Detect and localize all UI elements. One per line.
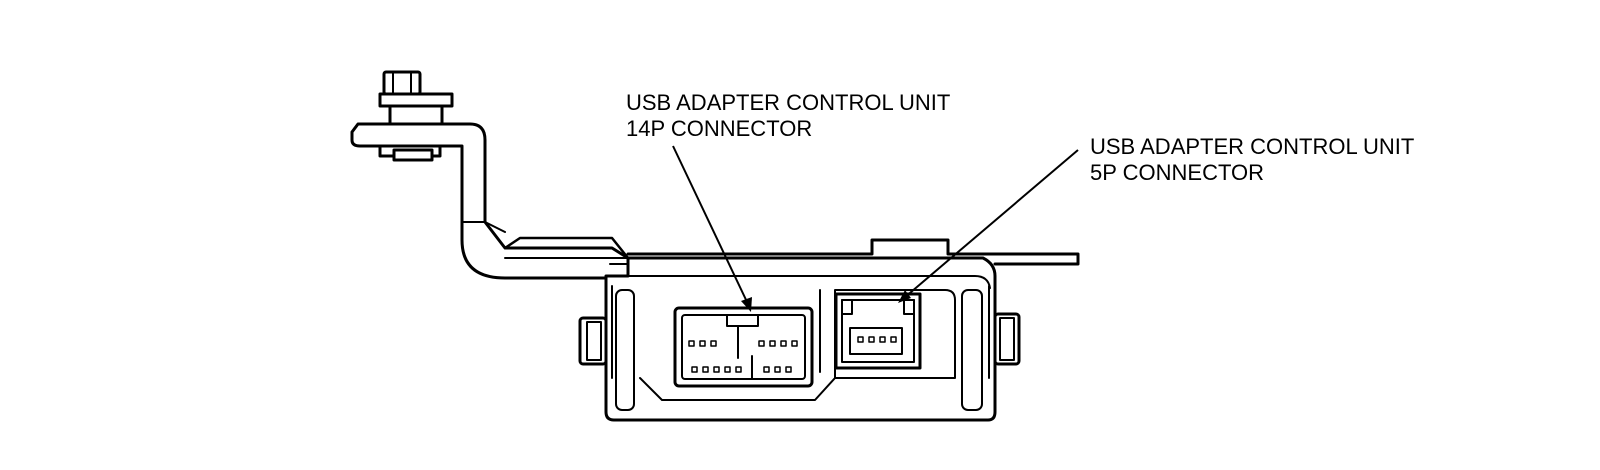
- callout-5p-connector: USB ADAPTER CONTROL UNIT 5P CONNECTOR: [1090, 134, 1414, 186]
- callout-5p-line2: 5P CONNECTOR: [1090, 160, 1265, 185]
- arrowhead-14p: [741, 297, 752, 312]
- callout-5p-line1: USB ADAPTER CONTROL UNIT: [1090, 134, 1415, 159]
- mounting-bracket: [350, 122, 630, 280]
- connector-14p: [673, 306, 814, 388]
- callout-14p-line1: USB ADAPTER CONTROL UNIT: [626, 90, 951, 115]
- leader-line-5p: [903, 149, 1079, 299]
- callout-14p-line2: 14P CONNECTOR: [626, 116, 813, 141]
- callout-14p-connector: USB ADAPTER CONTROL UNIT 14P CONNECTOR: [626, 90, 950, 142]
- rear-mounting-plate: [609, 238, 1080, 266]
- side-studs: [578, 312, 1021, 366]
- connector-5p: [834, 292, 922, 370]
- leader-line-14p: [672, 145, 749, 305]
- arrowhead-5p: [898, 290, 911, 303]
